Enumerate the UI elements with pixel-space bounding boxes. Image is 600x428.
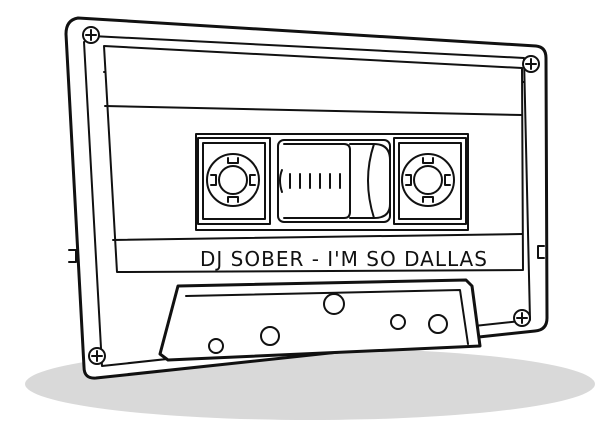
- right-reel-box: [393, 137, 467, 225]
- bridge-hole: [390, 314, 406, 330]
- side-notch-right: [537, 245, 545, 259]
- tape-window: [277, 139, 391, 223]
- left-reel-inner-box: [202, 142, 266, 220]
- screw-icon: [522, 55, 540, 73]
- tape-head-bridge-inner: [185, 289, 469, 345]
- bridge-hole: [260, 326, 280, 346]
- bridge-hole: [428, 314, 448, 334]
- screw-icon: [82, 26, 100, 44]
- reel-hub-icon: [401, 153, 455, 207]
- screw-icon: [513, 309, 531, 327]
- right-reel-inner-box: [398, 142, 462, 220]
- bridge-hole: [323, 293, 345, 315]
- side-notch-left: [68, 249, 77, 263]
- reel-hub-icon: [206, 153, 260, 207]
- cassette-label-text: DJ SOBER - I'M SO DALLAS: [200, 247, 488, 271]
- label-strip-line: [104, 105, 523, 116]
- label-strip-line-bottom: [112, 233, 523, 241]
- screw-icon: [88, 347, 106, 365]
- tape-head-bridge: [158, 278, 482, 362]
- left-reel-box: [197, 137, 271, 225]
- bridge-hole: [208, 338, 224, 354]
